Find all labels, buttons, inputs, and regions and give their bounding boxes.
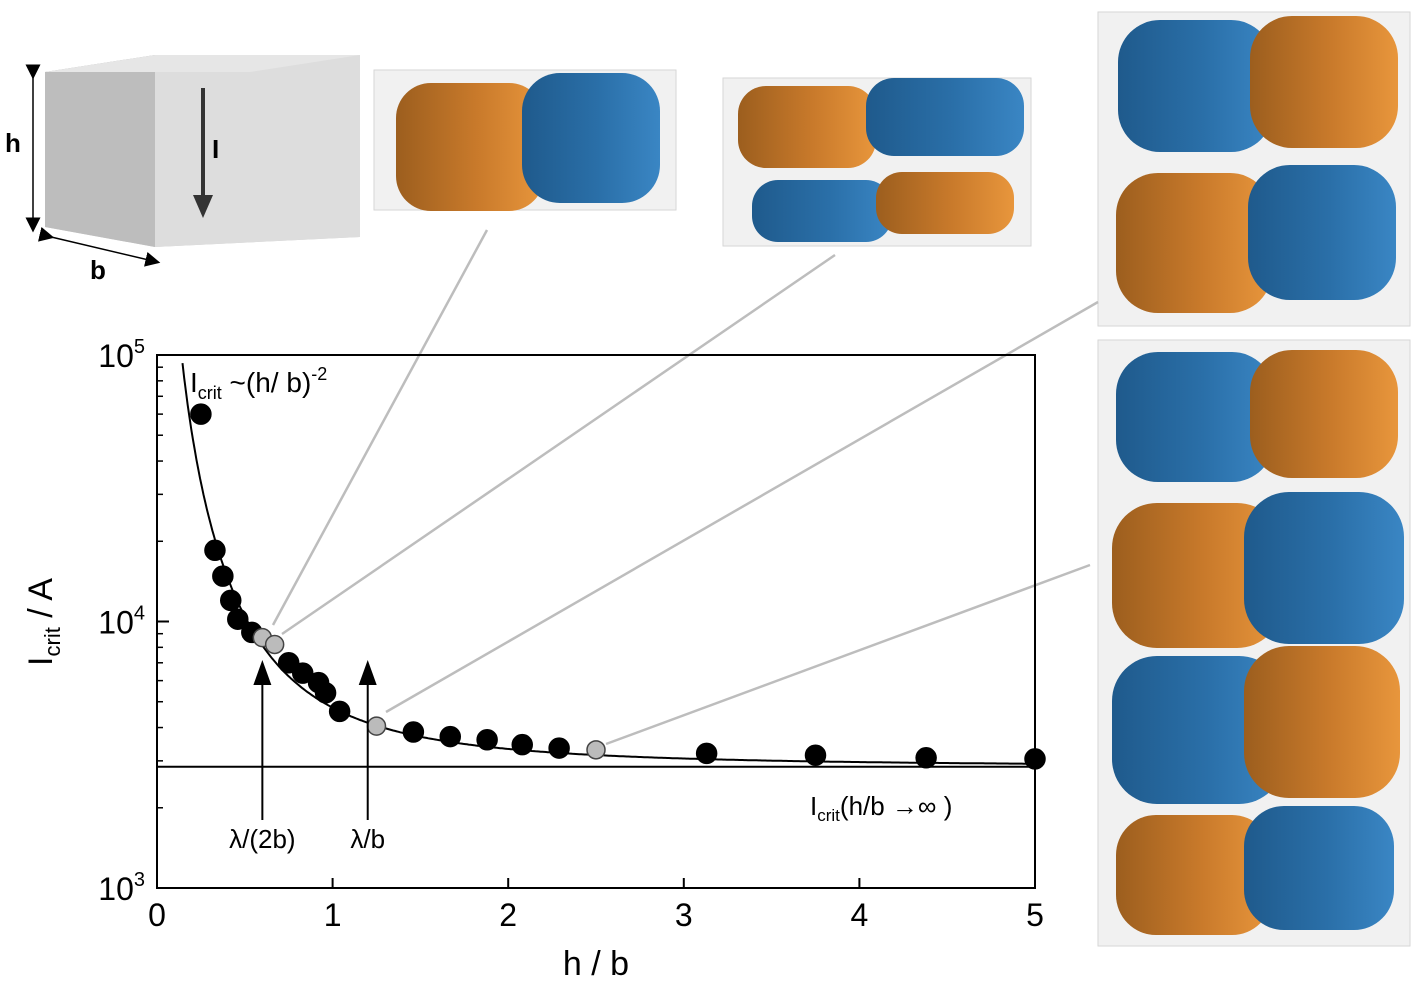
mode-panel-2 (722, 77, 1032, 247)
blue-cell (1244, 806, 1394, 930)
box-top-face (45, 55, 360, 72)
data-point (915, 747, 937, 769)
connector-line (605, 563, 1091, 746)
x-tick-label: 1 (324, 897, 342, 933)
data-point (328, 700, 351, 723)
y-tick-label: 104 (98, 603, 145, 641)
arrow-full-wavelength-label: λ/b (350, 824, 385, 854)
orange-cell (738, 86, 876, 168)
box-front-face (155, 55, 360, 247)
orange-cell (1244, 646, 1400, 798)
x-tick-label: 4 (851, 897, 869, 933)
arrow-half-wavelength-head (253, 660, 272, 685)
x-tick-label: 2 (499, 897, 517, 933)
x-tick-label: 0 (148, 897, 166, 933)
orange-cell (876, 172, 1014, 234)
blue-cell (1112, 656, 1284, 804)
data-point (548, 737, 570, 759)
data-point (402, 721, 425, 743)
data-point (695, 742, 718, 765)
highlighted-data-point (586, 740, 606, 760)
asymptote-annotation: Icrit(h/b →∞ ) (810, 791, 952, 825)
data-point (476, 728, 498, 751)
data-point (439, 725, 462, 748)
data-point (212, 565, 234, 587)
y-tick-label: 105 (98, 336, 145, 374)
mode-panel-3 (1097, 11, 1411, 327)
fit-annotation: Icrit ~(h/ b)-2 (190, 364, 327, 403)
blue-cell (1116, 352, 1274, 482)
data-point (227, 608, 249, 630)
fit-curve-group (181, 362, 1035, 765)
mode-panel-4 (1097, 339, 1411, 947)
height-label: h (5, 128, 21, 158)
blue-cell (1118, 20, 1273, 152)
highlighted-data-point (264, 634, 285, 655)
data-point (314, 682, 337, 704)
data-point (804, 744, 827, 766)
data-points (190, 403, 1046, 770)
wavelength-arrows (253, 660, 377, 820)
x-tick-label: 3 (675, 897, 693, 933)
data-point (204, 539, 226, 562)
current-arrow-head (193, 195, 213, 218)
mode-panel-1 (373, 69, 677, 211)
x-axis-label: h / b (563, 945, 629, 983)
box-side-face (45, 55, 155, 247)
width-label: b (90, 255, 106, 285)
plot-area: 0 1 2 3 4 5 103 104 105 (98, 336, 1046, 933)
data-point (291, 662, 314, 684)
connector-line (271, 229, 489, 626)
data-point (511, 733, 533, 756)
data-point (220, 589, 242, 612)
orange-cell (396, 83, 544, 211)
y-axis-label: Icrit / A (22, 578, 65, 666)
blue-cell (1244, 492, 1404, 644)
data-point (190, 403, 212, 425)
blue-cell (752, 180, 892, 242)
current-label: I (212, 134, 219, 164)
geometry-inset: h b I (5, 55, 360, 285)
width-dimension-arrow (37, 226, 161, 267)
connector-line (385, 300, 1099, 714)
orange-cell (1250, 16, 1398, 148)
highlighted-data-point (366, 716, 387, 736)
orange-cell (1112, 503, 1282, 648)
blue-cell (866, 78, 1024, 156)
connector-line (281, 253, 836, 636)
orange-cell (1116, 173, 1272, 313)
orange-cell (1116, 815, 1272, 935)
fit-curve (181, 362, 1035, 765)
arrow-half-wavelength-label: λ/(2b) (229, 824, 295, 854)
arrow-full-wavelength-head (358, 660, 377, 685)
blue-cell (522, 73, 660, 203)
blue-cell (1248, 165, 1396, 300)
y-tick-label: 103 (98, 869, 145, 907)
axis-ticks: 0 1 2 3 4 5 103 104 105 (98, 336, 1044, 933)
x-tick-label: 5 (1026, 897, 1044, 933)
orange-cell (1250, 350, 1398, 478)
connector-lines (271, 229, 1099, 746)
data-point (1024, 748, 1046, 770)
